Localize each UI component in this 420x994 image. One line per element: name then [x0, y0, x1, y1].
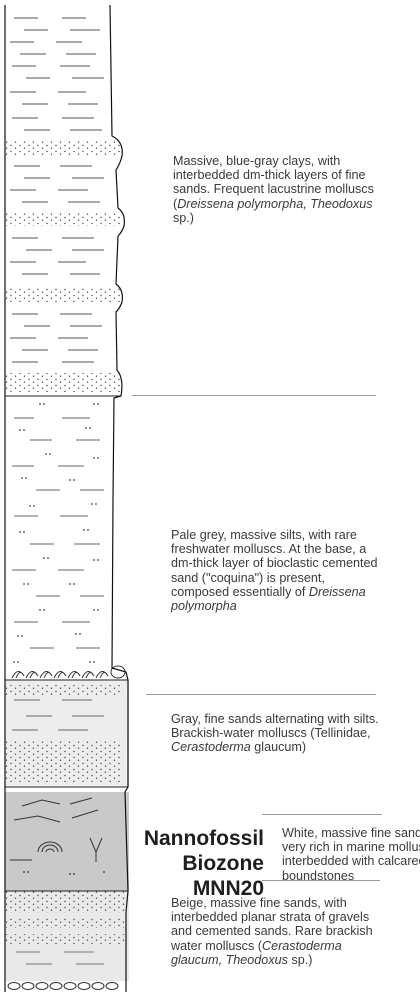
description-text: sp.)	[173, 211, 194, 225]
description-line: dm-thick layer of bioclastic cemented	[171, 556, 377, 570]
gravel-layer	[8, 983, 118, 990]
unit-fill-white-sands	[5, 792, 129, 891]
description-text: and cemented sands. Rare brackish	[171, 924, 373, 938]
description-line: interbedded dm-thick layers of fine	[173, 168, 374, 182]
description-line: Brackish-water molluscs (Tellinidae,	[171, 726, 379, 740]
taxon-name: Cerastoderma	[171, 740, 251, 754]
coquina-layer	[12, 666, 125, 678]
description-line: polymorpha	[171, 599, 377, 613]
description-text: sand ("coquina") is present,	[171, 571, 325, 585]
description-line: boundstones	[282, 869, 420, 883]
description-text: very rich in marine molluscs,	[282, 840, 420, 854]
description-line: composed essentially of Dreissena	[171, 585, 377, 599]
description-line: sp.)	[173, 211, 374, 225]
taxon-name: Cerastoderma	[262, 939, 342, 953]
biozone-line-1: Nannofossil	[114, 826, 264, 851]
description-text: dm-thick layer of bioclastic cemented	[171, 556, 377, 570]
description-text: sands. Frequent lacustrine molluscs	[173, 182, 374, 196]
description-text: Massive, blue-gray clays, with	[173, 154, 340, 168]
sand-band	[5, 373, 121, 393]
biozone-line-2: Biozone	[114, 851, 264, 876]
description-text: water molluscs (	[171, 939, 262, 953]
description-line: very rich in marine molluscs,	[282, 840, 420, 854]
description-text: sp.)	[288, 953, 313, 967]
sand-band	[5, 934, 127, 944]
taxon-name: glaucum, Theodoxus	[171, 953, 288, 967]
description-text: Pale grey, massive silts, with rare	[171, 528, 357, 542]
description-text: interbedded with calcareous	[282, 854, 420, 868]
description-line: Gray, fine sands alternating with silts.	[171, 712, 379, 726]
description-line: glaucum, Theodoxus sp.)	[171, 953, 373, 967]
biozone-line-3: MNN20	[114, 876, 264, 901]
description-text: boundstones	[282, 869, 354, 883]
sand-band	[5, 685, 123, 695]
description-text: White, massive fine sands	[282, 826, 420, 840]
biozone-label: Nannofossil Biozone MNN20	[114, 826, 264, 901]
unit-separator	[146, 694, 376, 695]
sand-band	[5, 212, 123, 226]
description-line: Cerastoderma glaucum)	[171, 740, 379, 754]
description-line: interbedded planar strata of gravels	[171, 910, 373, 924]
description-text: Gray, fine sands alternating with silts.	[171, 712, 379, 726]
unit-separator	[132, 395, 376, 396]
description-text: composed essentially of	[171, 585, 309, 599]
description-line: (Dreissena polymorpha, Theodoxus	[173, 197, 374, 211]
description-line: Massive, blue-gray clays, with	[173, 154, 374, 168]
description-line: White, massive fine sands	[282, 826, 420, 840]
sand-band	[5, 740, 123, 782]
description-text: Brackish-water molluscs (Tellinidae,	[171, 726, 370, 740]
description-text: freshwater molluscs. At the base, a	[171, 542, 366, 556]
sand-band	[5, 918, 127, 928]
description-line: freshwater molluscs. At the base, a	[171, 542, 377, 556]
silt-dots	[13, 403, 99, 663]
description-line: Pale grey, massive silts, with rare	[171, 528, 377, 542]
taxon-name: polymorpha	[171, 599, 237, 613]
description-fine-sands: Gray, fine sands alternating with silts.…	[171, 712, 379, 755]
description-line: water molluscs (Cerastoderma	[171, 939, 373, 953]
description-line: interbedded with calcareous	[282, 854, 420, 868]
sand-band	[5, 140, 121, 155]
unit-separator	[262, 814, 382, 815]
description-line: and cemented sands. Rare brackish	[171, 924, 373, 938]
description-text: glaucum)	[251, 740, 306, 754]
description-line: sand ("coquina") is present,	[171, 571, 377, 585]
clay-dashes	[10, 18, 104, 362]
sand-band	[5, 288, 121, 302]
description-text: interbedded dm-thick layers of fine	[173, 168, 366, 182]
taxon-name: Dreissena polymorpha, Theodoxus	[177, 197, 372, 211]
taxon-name: Dreissena	[309, 585, 366, 599]
description-text: interbedded planar strata of gravels	[171, 910, 369, 924]
description-line: sands. Frequent lacustrine molluscs	[173, 182, 374, 196]
sand-band	[5, 891, 127, 913]
